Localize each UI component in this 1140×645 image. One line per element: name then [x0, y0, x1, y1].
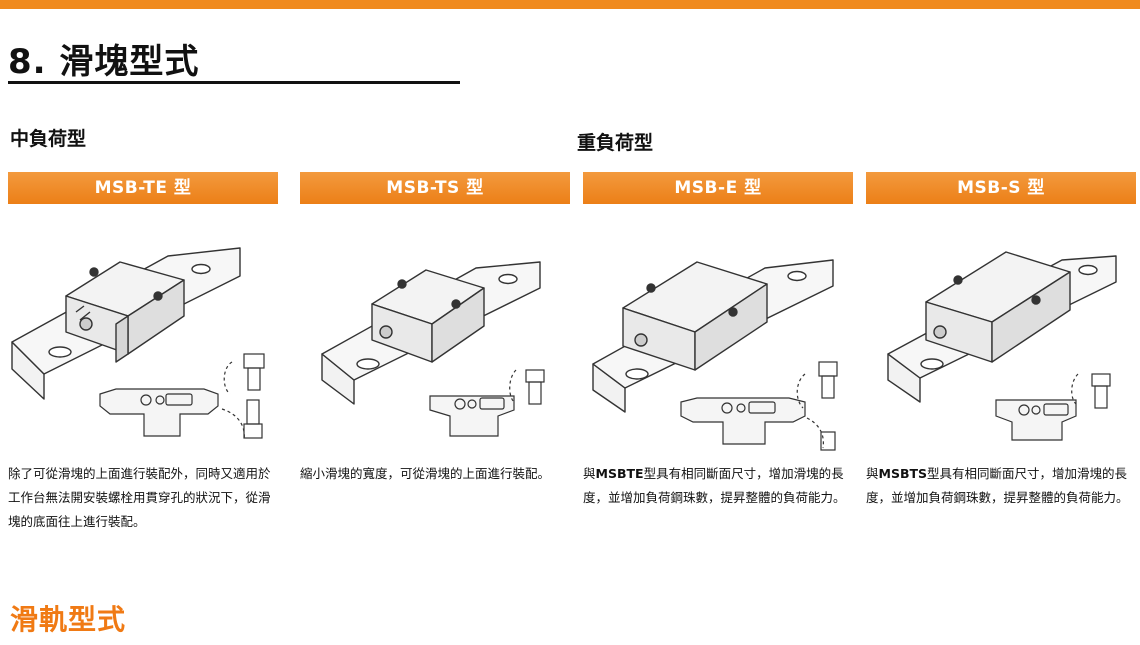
group-label-medium-load: 中負荷型 [10, 128, 87, 150]
msb-ts-block-drawing [321, 261, 545, 437]
card-header-msb-e: MSB-E 型 [583, 172, 853, 204]
card-header-msb-ts: MSB-TS 型 [300, 172, 570, 204]
slider-card-msb-s: MSB-S 型 與MSBTS型具有相同斷面尺寸，增加滑塊的長度，並增加負荷鋼珠數… [866, 172, 1136, 542]
card-header-msb-te: MSB-TE 型 [8, 172, 278, 204]
rail-types-section-title: 滑軌型式 [10, 603, 127, 636]
desc-model-name: MSBTS [878, 466, 928, 481]
slider-card-msb-ts: MSB-TS 型 縮小滑塊的寬度，可從滑塊的上面進行裝配。 [300, 172, 570, 542]
card-description-msb-te: 除了可從滑塊的上面進行裝配外，同時又適用於工作台無法開安裝螺栓用貫穿孔的狀況下，… [8, 466, 271, 529]
desc-model-name: MSBTE [595, 466, 644, 481]
title-underline [8, 81, 460, 84]
card-description-msb-ts: 縮小滑塊的寬度，可從滑塊的上面進行裝配。 [300, 466, 551, 481]
msb-te-block-drawing [11, 247, 265, 441]
desc-rest: 型具有相同斷面尺寸，增加滑塊的長度，並增加負荷鋼珠數，提昇整體的負荷能力。 [583, 466, 846, 505]
msb-s-block-drawing [887, 251, 1117, 441]
desc-prefix: 與 [866, 466, 879, 481]
slider-card-msb-te: MSB-TE 型 除了可從滑塊的上面 [8, 172, 278, 542]
slider-card-msb-e: MSB-E 型 與MSBTE型具有相同斷面尺寸，增加滑塊的長度，並增加負荷鋼珠數… [583, 172, 853, 542]
card-description-msb-e: 與MSBTE型具有相同斷面尺寸，增加滑塊的長度，並增加負荷鋼珠數，提昇整體的負荷… [583, 462, 851, 510]
top-accent-bar [0, 0, 1140, 9]
card-description-msb-s: 與MSBTS型具有相同斷面尺寸，增加滑塊的長度，並增加負荷鋼珠數，提昇整體的負荷… [866, 462, 1134, 510]
desc-prefix: 與 [583, 466, 596, 481]
desc-rest: 型具有相同斷面尺寸，增加滑塊的長度，並增加負荷鋼珠數，提昇整體的負荷能力。 [866, 466, 1129, 505]
card-header-msb-s: MSB-S 型 [866, 172, 1136, 204]
page-title: 8. 滑塊型式 [8, 42, 200, 82]
msb-e-block-drawing [592, 259, 838, 451]
group-label-heavy-load: 重負荷型 [577, 132, 654, 154]
